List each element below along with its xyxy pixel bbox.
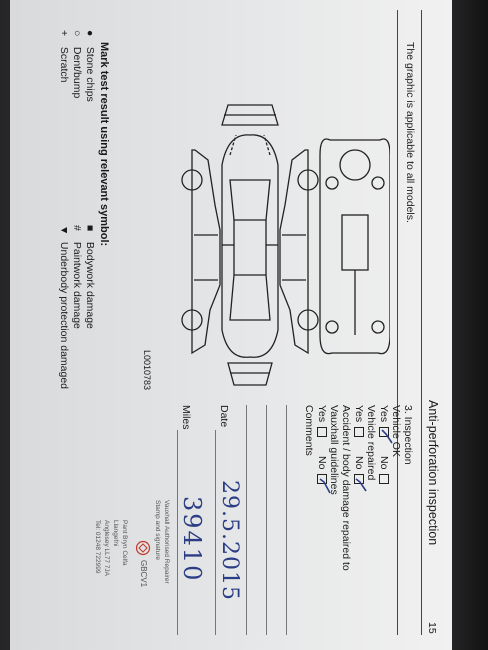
legend-label-paintwork-damage: Paintwork damage [71,241,83,329]
legend-item-paintwork-damage: # Paintwork damage [71,225,83,329]
miles-label: Miles [180,405,192,430]
date-handwritten: 29.5.2015 [217,480,242,601]
stamp-line6: Anglesey LL77 7JA [103,520,110,577]
page-title: Anti-perforation inspection [426,400,440,546]
date-label: Date [218,405,230,428]
car-body-diagram [181,104,390,386]
car-underbody-view [319,138,390,355]
legend-symbol-stone-chips: ● [84,30,96,37]
handwritten-ticks [319,429,393,494]
header-rule [397,10,398,635]
legend-label-stone-chips: Stone chips [84,46,96,102]
car-top-view [221,134,279,358]
legend-title: Mark test result using relevant symbol: [98,42,110,247]
page-number: 15 [426,622,438,634]
legend-symbol-scratch: + [58,30,70,37]
legend-label-dent-bump: Dent/bump [71,46,83,99]
legend-label-bodywork-damage: Bodywork damage [84,241,96,329]
stamp-line4: Pant Bryn Celfa [121,520,128,566]
stamp-line2: Stamp and signature [154,500,161,560]
legend-item-dent-bump: ○ Dent/bump [71,30,83,98]
dealer-stamp: Vauxhall Authorised Repairer Stamp and s… [84,500,170,630]
comment-line-1 [286,405,287,635]
car-front-view [221,104,279,126]
diagram-code: L0010783 [142,350,152,391]
comment-line-3 [246,405,247,635]
legend-symbol-paintwork-damage: # [71,225,83,231]
date-line [215,430,216,635]
stamp-line7: Tel: 01248 722999 [94,520,101,574]
page-content: The graphic is applicable to all models.… [10,0,452,650]
stamp-line1: Vauxhall Authorised Repairer [163,500,170,584]
top-rule [421,10,422,635]
legend-label-underbody-damage: Underbody protection damaged [58,241,70,390]
car-rear-view [227,362,273,386]
legend-symbol-dent-bump: ○ [71,30,83,37]
stamp-line5: Llangefni [112,520,119,547]
car-side-view-left [279,149,319,355]
legend-item-scratch: + Scratch [58,30,70,83]
legend-label-scratch: Scratch [58,46,70,83]
legend-symbol-bodywork-damage: ■ [84,225,96,232]
miles-handwritten: 39410 [178,496,206,583]
inspection-heading: 3. Inspection [402,405,414,465]
car-side-view-right [181,149,221,355]
legend-item-stone-chips: ● Stone chips [84,30,96,102]
legend-symbol-underbody-damage: ▼ [58,225,70,236]
stamp-line3: GBCV1 [139,560,148,588]
stamp-logo [135,540,151,556]
miles-line [177,430,178,635]
comment-line-2 [266,405,267,635]
note-text: The graphic is applicable to all models. [404,42,416,223]
document-page: The graphic is applicable to all models.… [10,0,452,650]
legend-item-bodywork-damage: ■ Bodywork damage [84,225,96,329]
legend-item-underbody-damage: ▼ Underbody protection damaged [58,225,70,389]
